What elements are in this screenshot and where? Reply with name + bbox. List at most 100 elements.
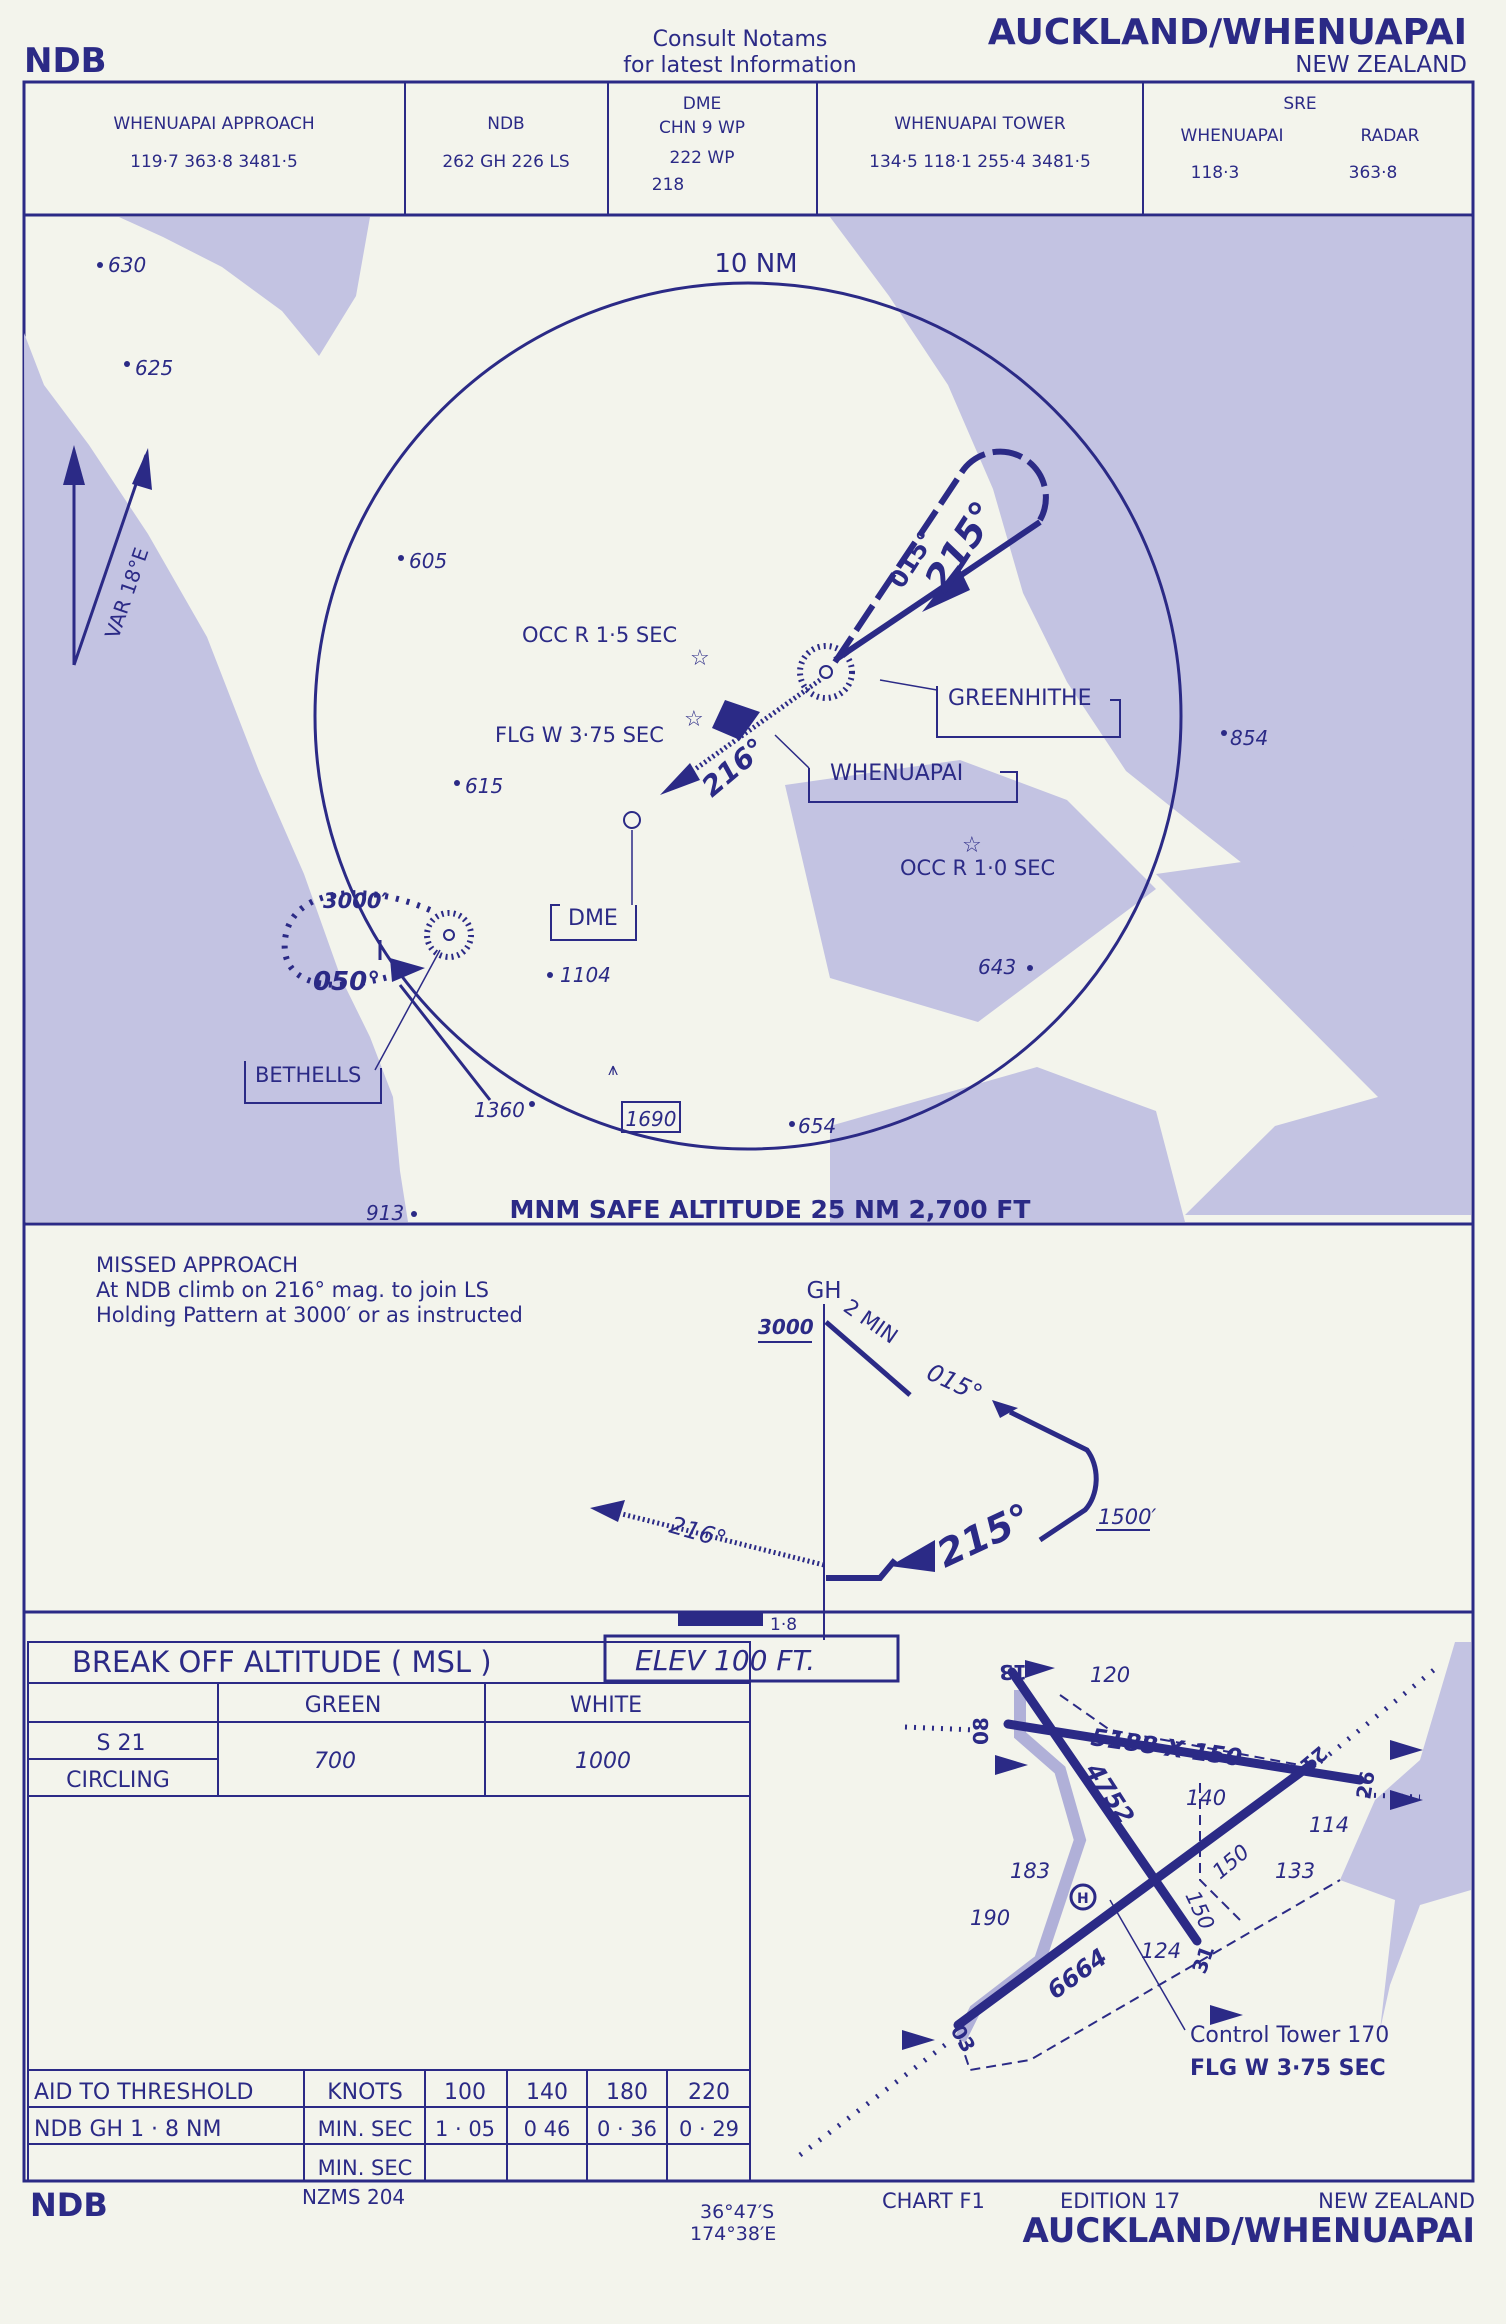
ndb-gh-icon [797,643,855,701]
coastline [1340,1642,1471,2030]
minima-table: BREAK OFF ALTITUDE ( MSL ) ELEV 100 FT. … [27,1634,900,2181]
col-green: GREEN [305,1693,382,1718]
row-s21: S 21 [97,1731,146,1756]
bethells-label: BETHELLS [255,1063,361,1087]
profile-outbound: 015° [922,1358,986,1408]
width-label: 150 [1208,1840,1254,1884]
white-value: 1000 [575,1749,631,1774]
greenhithe-box [936,686,1121,738]
bethells-course: 050° [313,967,380,997]
land-central [785,760,1156,1022]
bethells-box [244,1061,382,1104]
obstacle-icon: ⩚ [608,1059,618,1080]
notice-line1: Consult Notams [653,27,828,52]
speed: 180 [606,2080,648,2105]
rwy-0826-label: 5188 X 150 [1089,1723,1244,1772]
footer-title: AUCKLAND/WHENUAPAI [1022,2211,1475,2251]
tower-label: WHENUAPAI TOWER [894,114,1066,134]
whenuapai-box [808,768,1018,803]
fix-gh-label: GH [806,1278,841,1304]
runways [953,1667,1365,2030]
land-west [24,333,408,1222]
obstacle-height: 190 [970,1906,1010,1930]
sre-label: SRE [1283,94,1316,114]
approach-freqs: 119·7 363·8 3481·5 [130,152,298,172]
flg-light-label: FLG W 3·75 SEC [495,723,664,747]
profile-altitude: 1500′ [1098,1505,1156,1529]
minima-title: BREAK OFF ALTITUDE ( MSL ) [72,1645,492,1679]
rwy-1331-label: 4752 [1079,1757,1139,1829]
chart-frame [22,80,1475,2183]
distance-label: 1·8 [770,1615,797,1635]
holding-altitude: 3000 [758,1315,814,1339]
profile-inbound: 215° [930,1495,1038,1576]
spot-height: 615 [465,774,503,798]
tower-light-label: FLG W 3·75 SEC [1190,2056,1386,2081]
spot-height: 1104 [560,963,611,987]
distance-bar [678,1612,763,1626]
latitude: 36°47′S [700,2201,774,2223]
aid-header: AID TO THRESHOLD [34,2080,253,2105]
approach-lights [904,1724,976,1733]
dme-label: DME [683,94,722,114]
approach-lights [798,2043,947,2157]
land-south [830,1067,1185,1222]
row-circling: CIRCLING [66,1768,170,1793]
col-white: WHITE [570,1693,642,1718]
dme-line3: 218 [652,175,684,195]
sre-radar: RADAR [1361,126,1420,146]
speed: 100 [444,2080,486,2105]
rwy-number: 13 [999,1660,1027,1684]
occ-light-label-2: OCC R 1·0 SEC [900,856,1055,880]
spot-height: 643 [978,955,1016,979]
occ-light-label: OCC R 1·5 SEC [522,623,677,647]
procedure-label: NDB [24,41,107,81]
time: 0 46 [524,2117,571,2141]
dme-icon [623,811,641,829]
rwy-number: 08 [969,1717,993,1745]
map-reference: NZMS 204 [302,2185,405,2209]
spot-height: 913 [366,1201,404,1225]
sre-radar-freq: 363·8 [1349,163,1398,183]
timing-table: AID TO THRESHOLD KNOTS 100 140 180 220 N… [28,2069,750,2181]
comms-dividers [404,82,1144,215]
obstacle-height: 124 [1141,1939,1181,1963]
time: 0 · 29 [679,2117,739,2141]
approach-label: WHENUAPAI APPROACH [113,114,314,134]
spot-height: 854 [1230,726,1268,750]
heliport-icon [1069,1883,1097,1911]
aerodrome-diagram: 5188 X 150 4752 6664 13 08 26 21 31 03 1… [798,1642,1471,2157]
unit: MIN. SEC [318,2156,413,2180]
knots-header: KNOTS [327,2080,403,2105]
obstacle-height: 133 [1275,1859,1315,1883]
spot-height: 625 [135,356,173,380]
greenhithe-label: GREENHITHE [948,686,1092,711]
spot-heights: 630 625 605 615 854 643 1104 1360 654 91… [97,253,1268,1225]
dme-channel: CHN 9 WP [659,118,745,138]
spot-height: 1360 [474,1098,525,1122]
tower-label: Control Tower 170 [1190,2023,1389,2048]
10nm-ring [313,281,1183,1151]
longitude: 174°38′E [690,2223,776,2245]
approach-lights [1318,1663,1442,1764]
plan-view: 10 NM VAR 18°E 630 625 605 615 854 643 1… [24,217,1471,1225]
ndb-bethells-icon [424,910,474,960]
obstacle-height: 183 [1010,1859,1050,1883]
ndb-label: NDB [487,114,524,134]
dme-line2: 222 WP [670,148,735,168]
star-icon: ☆ [962,833,982,858]
ndb-freqs: 262 GH 226 LS [442,152,569,172]
edition: EDITION 17 [1060,2189,1180,2213]
time: 1 · 05 [435,2117,495,2141]
land-east [1156,830,1471,1215]
speed: 140 [526,2080,568,2105]
obstacle-height: 1690 [626,1107,677,1131]
missed-approach: MISSED APPROACH At NDB climb on 216° mag… [96,1253,1156,1640]
footer-procedure: NDB [30,2186,108,2224]
time: 0 · 36 [597,2117,657,2141]
spot-height: 654 [798,1114,836,1138]
obstacle-box [621,1101,681,1133]
elevation-box [603,1634,900,1683]
speed: 220 [688,2080,730,2105]
